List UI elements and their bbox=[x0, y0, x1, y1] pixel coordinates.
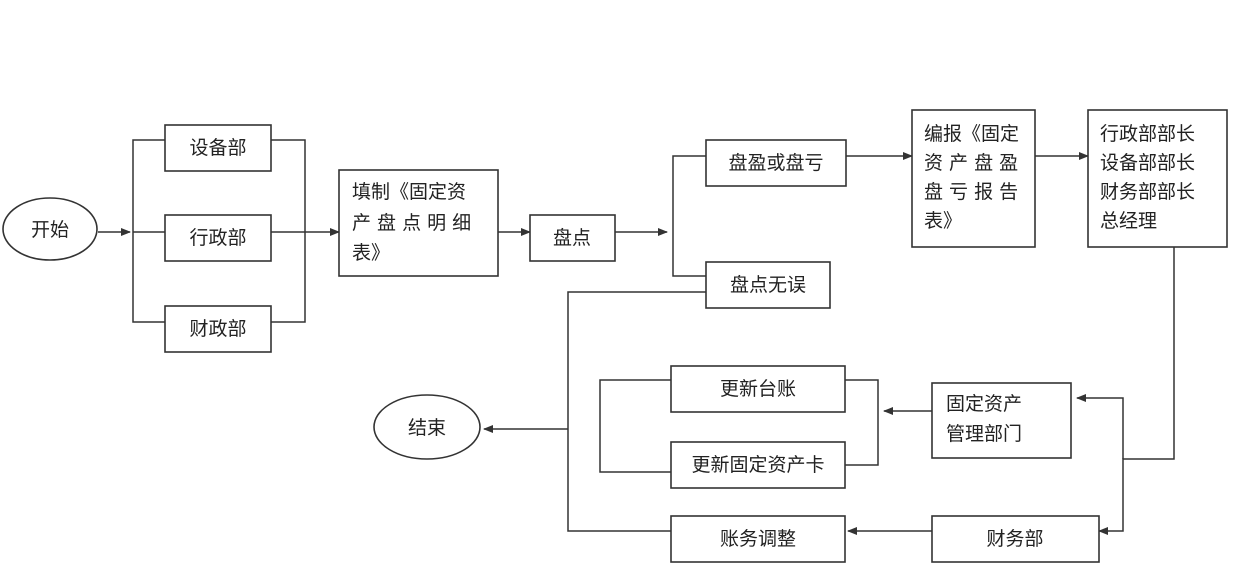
approver-general-manager: 总经理 bbox=[1100, 210, 1157, 232]
inventory-label: 盘点 bbox=[553, 227, 591, 249]
surplus-loss-label: 盘盈或盘亏 bbox=[728, 152, 823, 174]
no-error-label: 盘点无误 bbox=[730, 274, 806, 296]
update-card-label: 更新固定资产卡 bbox=[691, 454, 824, 476]
fill-detail-line-2: 产 盘 点 明 细 bbox=[352, 212, 471, 234]
asset-mgmt-line-1: 固定资产 bbox=[946, 393, 1022, 415]
approver-admin-head: 行政部部长 bbox=[1100, 123, 1195, 145]
report-box bbox=[911, 109, 1036, 248]
fill-detail-line-3: 表》 bbox=[352, 242, 390, 264]
start-node bbox=[2, 197, 98, 261]
branch-bracket bbox=[672, 155, 706, 277]
approver-equipment-head: 设备部部长 bbox=[1100, 152, 1195, 174]
report-line-1: 编报《固定 bbox=[924, 123, 1019, 145]
finance-label: 财务部 bbox=[986, 528, 1043, 550]
finance-dept-box bbox=[164, 305, 272, 353]
line-no-error-to-adjust bbox=[567, 291, 706, 532]
surplus-loss-box bbox=[705, 139, 847, 187]
approver-finance-head: 财务部部长 bbox=[1100, 181, 1195, 203]
start-label: 开始 bbox=[31, 219, 69, 241]
update-ledger-label: 更新台账 bbox=[720, 378, 796, 400]
report-line-2: 资 产 盘 盈 bbox=[924, 152, 1018, 174]
finance-dept-label: 财政部 bbox=[189, 318, 246, 340]
merge-bracket-right bbox=[271, 139, 306, 323]
report-line-4: 表》 bbox=[924, 210, 962, 232]
fill-detail-line-1: 填制《固定资 bbox=[352, 181, 466, 203]
asset-mgmt-line-2: 管理部门 bbox=[946, 423, 1022, 445]
account-adjust-label: 账务调整 bbox=[720, 528, 796, 550]
end-label: 结束 bbox=[408, 417, 446, 439]
connectors bbox=[98, 139, 1175, 535]
account-adjust-box bbox=[670, 515, 846, 563]
equipment-dept-box bbox=[164, 124, 272, 172]
no-error-box bbox=[705, 261, 831, 309]
admin-dept-box bbox=[164, 214, 272, 262]
approvers-box bbox=[1087, 109, 1228, 248]
fill-detail-box bbox=[338, 169, 499, 277]
update-bracket-left bbox=[599, 379, 671, 473]
arrow-to-asset-mgmt bbox=[1076, 394, 1124, 459]
update-bracket-right bbox=[845, 379, 879, 466]
report-line-3: 盘 亏 报 告 bbox=[924, 181, 1018, 203]
finance-box bbox=[931, 515, 1100, 563]
end-node bbox=[373, 394, 481, 460]
update-ledger-box bbox=[670, 365, 846, 413]
arrow-to-finance bbox=[1098, 247, 1175, 535]
update-card-box bbox=[670, 441, 846, 489]
inventory-box bbox=[529, 214, 616, 262]
equipment-dept-label: 设备部 bbox=[189, 137, 246, 159]
admin-dept-label: 行政部 bbox=[189, 227, 246, 249]
asset-mgmt-box bbox=[931, 382, 1072, 459]
split-bracket-left bbox=[132, 139, 165, 323]
